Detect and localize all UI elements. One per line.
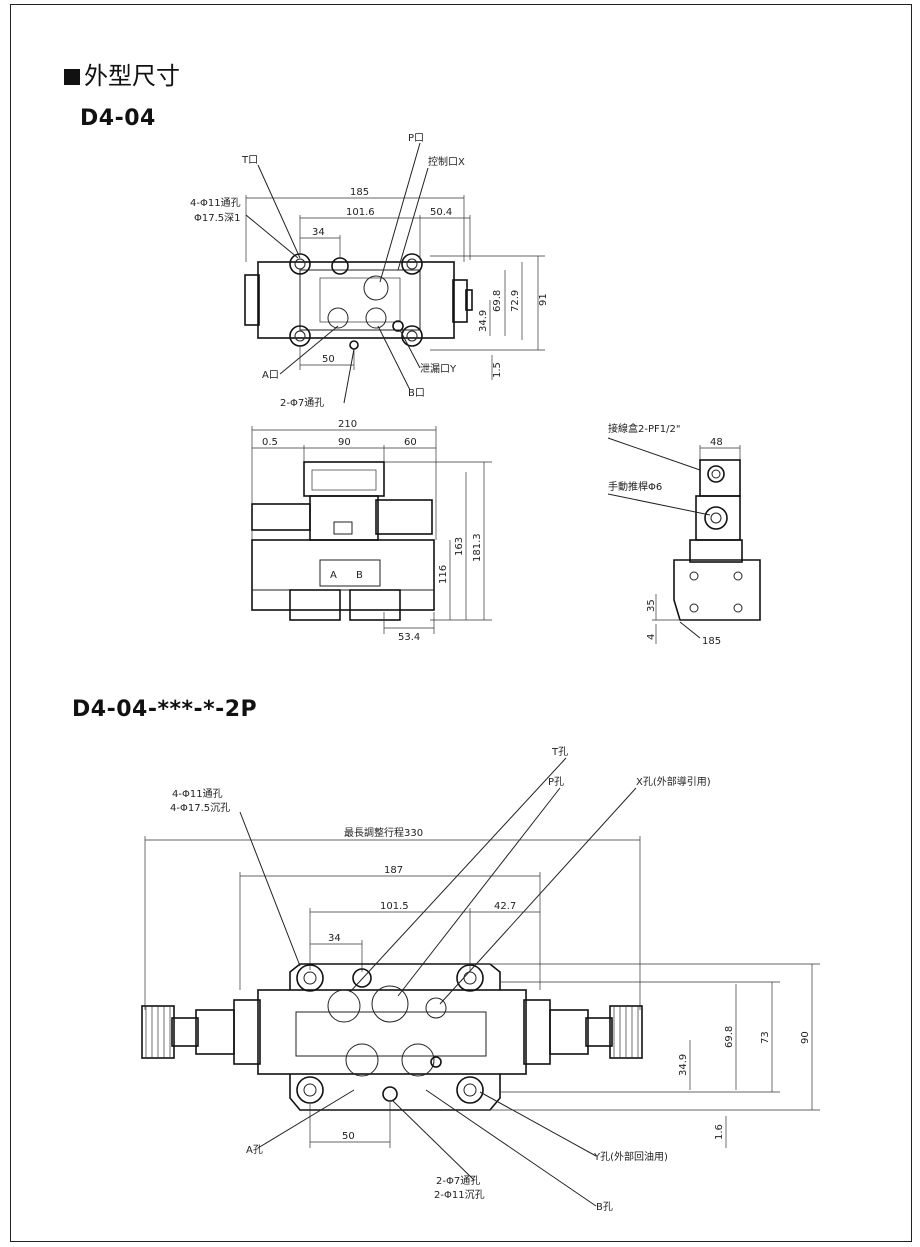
manual-button-icon — [333, 521, 353, 535]
adjuster-right — [549, 1009, 589, 1055]
dim-1-6-2p: 1.6 — [714, 1124, 725, 1140]
mounting-hole-2p — [456, 964, 484, 992]
label-pins-2p-1: 2-Φ7通孔 — [436, 1175, 480, 1187]
mounting-hole-2p — [296, 1076, 324, 1104]
dim-210: 210 — [338, 419, 357, 430]
label-x-hole: X孔(外部導引用) — [636, 775, 711, 788]
solenoid-right — [452, 279, 468, 323]
dim-35: 35 — [646, 599, 657, 612]
dim-stroke-330: 最長調整行程330 — [344, 826, 423, 839]
dim-34: 34 — [312, 227, 325, 238]
dim-34-9: 34.9 — [478, 310, 489, 332]
port-b-mark: B — [356, 570, 363, 581]
label-b-hole: B孔 — [596, 1201, 613, 1213]
label-y-hole: Y孔(外部回油用) — [593, 1150, 668, 1163]
mounting-hole-2p — [456, 1076, 484, 1104]
dim-53-4: 53.4 — [398, 632, 420, 643]
solenoid-right-front — [375, 499, 433, 535]
model1-top-view: T口 P口 控制口X 4-Φ11通孔 Φ17.5深1 A口 2-Φ7通孔 B口 … — [190, 133, 549, 409]
dim-4: 4 — [646, 634, 657, 640]
port-t — [331, 257, 349, 275]
label-junction-box: 接線盒2-PF1/2" — [608, 422, 680, 435]
model2-title: D4-04-***-*-2P — [72, 697, 258, 722]
label-x-port: 控制口X — [428, 155, 465, 168]
junction-box — [699, 459, 741, 497]
section-heading: 外型尺寸 — [64, 56, 180, 91]
dim-42-7: 42.7 — [494, 901, 516, 912]
dim-50-2p: 50 — [342, 1131, 355, 1142]
model2-top-view: T孔 P孔 X孔(外部導引用) 4-Φ11通孔 4-Φ17.5沉孔 A孔 Y孔(… — [141, 746, 820, 1213]
dim-116: 116 — [438, 565, 449, 584]
dim-50-4: 50.4 — [430, 207, 452, 218]
mounting-hole-2p — [296, 964, 324, 992]
solenoid-left-front — [251, 503, 311, 531]
label-holes-2p-2: 4-Φ17.5沉孔 — [170, 801, 230, 814]
label-p-hole: P孔 — [548, 776, 564, 788]
dim-187: 187 — [384, 865, 403, 876]
label-holes-1: 4-Φ11通孔 — [190, 197, 241, 209]
label-a-hole: A孔 — [246, 1144, 263, 1156]
label-y-port: 泄漏口Y — [420, 362, 457, 375]
dim-0-5: 0.5 — [262, 437, 278, 448]
dim-50: 50 — [322, 354, 335, 365]
label-a-port: A口 — [262, 370, 279, 381]
label-b-port: B口 — [408, 388, 425, 399]
valve-body-top — [257, 261, 455, 339]
page-frame — [10, 4, 912, 1242]
dim-101-6: 101.6 — [346, 207, 375, 218]
label-holes-2p-1: 4-Φ11通孔 — [172, 788, 223, 800]
section-title: 外型尺寸 — [84, 62, 180, 90]
port-a-mark: A — [330, 570, 337, 581]
dim-90: 90 — [338, 437, 351, 448]
model1-title: D4-04 — [80, 106, 156, 131]
label-p-port: P口 — [408, 133, 424, 144]
side-base — [673, 559, 761, 621]
valve-base-front — [251, 539, 435, 611]
coil-housing — [303, 461, 385, 497]
mounting-hole — [401, 253, 423, 275]
dim-185-side: 185 — [702, 636, 721, 647]
mounting-hole — [401, 325, 423, 347]
valve-body-2p — [257, 989, 527, 1075]
dim-48: 48 — [710, 437, 723, 448]
label-holes-2: Φ17.5深1 — [194, 212, 241, 224]
dim-101-5: 101.5 — [380, 901, 409, 912]
dim-60: 60 — [404, 437, 417, 448]
dim-90-2p: 90 — [800, 1031, 811, 1044]
label-t-port: T口 — [241, 155, 258, 166]
label-pins-2p-2: 2-Φ11沉孔 — [434, 1188, 485, 1201]
dim-34-2p: 34 — [328, 933, 341, 944]
adjuster-left — [195, 1009, 235, 1055]
manual-pushrod — [704, 506, 728, 530]
model1-side-view: 接線盒2-PF1/2" 手動推桿Φ6 48 35 4 185 — [607, 422, 761, 647]
dim-163: 163 — [454, 537, 465, 556]
square-bullet-icon — [64, 69, 80, 85]
dim-1-5: 1.5 — [492, 362, 503, 378]
label-manual-pushrod: 手動推桿Φ6 — [608, 480, 662, 493]
label-pins: 2-Φ7通孔 — [280, 397, 324, 409]
dim-73-2p: 73 — [760, 1031, 771, 1044]
dim-185: 185 — [350, 187, 369, 198]
dim-34-9-2p: 34.9 — [678, 1054, 689, 1076]
dim-181-3: 181.3 — [472, 533, 483, 562]
label-t-hole: T孔 — [551, 746, 568, 758]
dim-69-8: 69.8 — [492, 290, 503, 312]
dim-69-8-2p: 69.8 — [724, 1026, 735, 1048]
solenoid-left — [244, 274, 260, 326]
dim-91: 91 — [538, 293, 549, 306]
model1-front-view: A B 210 0.5 90 60 116 163 181.3 53.4 — [251, 419, 492, 643]
dim-72-9: 72.9 — [510, 290, 521, 312]
